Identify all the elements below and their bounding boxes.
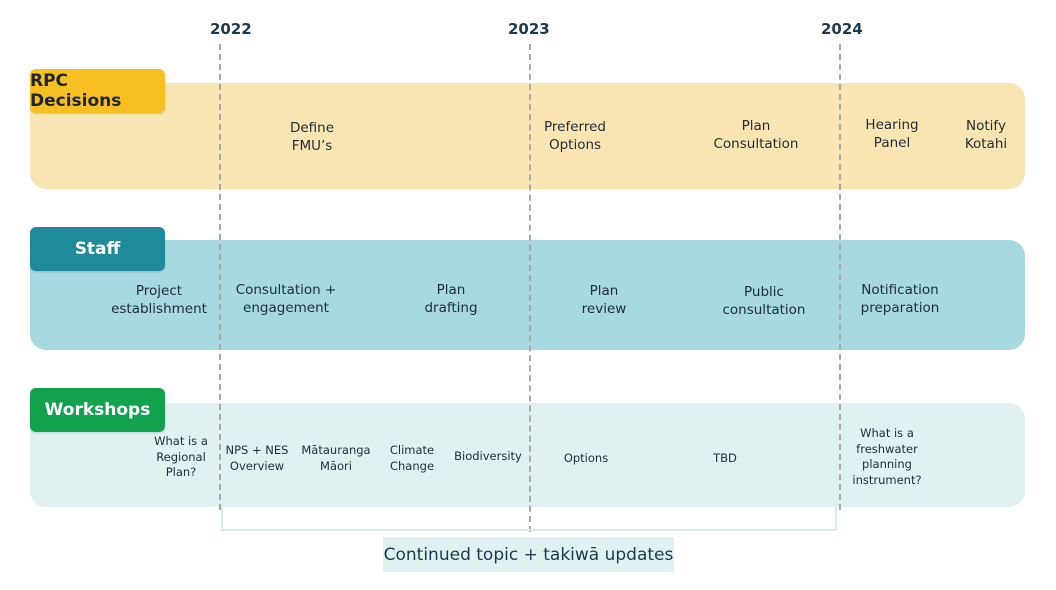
year-2022: 2022 (210, 20, 252, 38)
rpc-item-preferred-options: Preferred Options (544, 119, 606, 153)
rpc-item-hearing-panel: Hearing Panel (865, 117, 919, 151)
workshop-item-biodiversity: Biodiversity (454, 449, 522, 463)
staff-tag: Staff (30, 227, 165, 271)
divider-2023 (529, 44, 531, 532)
year-2024: 2024 (821, 20, 863, 38)
continued-updates-box: Continued topic + takiwā updates (383, 537, 674, 572)
rpc-decisions-tag: RPC Decisions (30, 69, 165, 113)
staff-band (30, 240, 1025, 350)
divider-2024 (839, 44, 841, 510)
rpc-item-plan-consultation: Plan Consultation (713, 118, 799, 152)
workshops-band (30, 403, 1025, 507)
staff-item-consultation-engagement: Consultation + engagement (235, 282, 337, 316)
staff-item-notification-preparation: Notification preparation (860, 282, 940, 316)
divider-2022 (219, 44, 221, 510)
workshop-item-tbd: TBD (713, 451, 737, 465)
rpc-band (30, 83, 1025, 189)
staff-item-public-consultation: Public consultation (722, 284, 806, 318)
rpc-item-define-fmus: Define FMU’s (289, 120, 335, 154)
workshop-item-regional-plan: What is a Regional Plan? (154, 434, 208, 479)
year-2023: 2023 (508, 20, 550, 38)
continued-updates-label: Continued topic + takiwā updates (383, 544, 674, 565)
staff-item-plan-drafting: Plan drafting (424, 282, 478, 316)
workshop-item-nps-nes-overview: NPS + NES Overview (225, 443, 289, 473)
staff-item-project-establishment: Project establishment (111, 283, 207, 317)
workshop-item-freshwater-instrument: What is a freshwater planning instrument… (852, 426, 922, 487)
workshops-tag: Workshops (30, 388, 165, 432)
workshop-item-climate-change: Climate Change (389, 443, 435, 473)
rpc-item-notify-kotahi: Notify Kotahi (964, 118, 1008, 152)
workshop-item-matauranga-maori: Mātauranga Māori (301, 443, 371, 473)
staff-item-plan-review: Plan review (581, 283, 627, 317)
workshop-item-options: Options (563, 451, 609, 465)
